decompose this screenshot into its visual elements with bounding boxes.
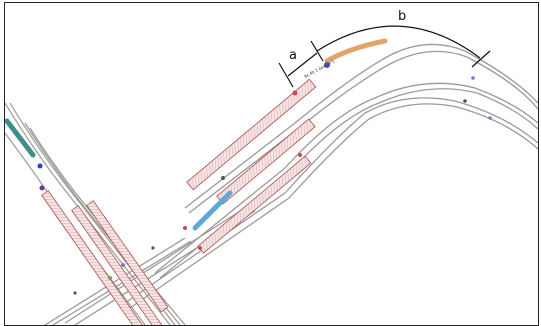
node-marker-icon: [73, 291, 77, 295]
node-marker-icon: [488, 116, 492, 120]
platform-left-3: [86, 200, 169, 313]
signal-marker-icon: [37, 163, 43, 169]
signal-marker-icon: [292, 90, 298, 96]
node-marker-icon: [221, 176, 225, 180]
signal-marker-icon: [39, 185, 45, 191]
track-diagram-canvas: Ac.4b 1 Gew.m 1 a b: [4, 2, 539, 326]
main-track-group: [44, 43, 538, 325]
node-marker-icon: [183, 226, 187, 230]
track-6: [129, 103, 538, 309]
dimension-b-label: b: [398, 9, 406, 24]
cross-track-4: [29, 127, 186, 325]
track-10: [52, 240, 192, 325]
track-7: [64, 207, 246, 324]
dimension-group: [278, 25, 491, 88]
track-1: [184, 43, 538, 209]
track-3: [154, 82, 538, 274]
dimension-b-tick-right: [471, 50, 491, 68]
marker-group: [37, 62, 492, 295]
platform-upper: [186, 78, 317, 191]
track-2: [188, 50, 538, 214]
dimension-b-arc: [316, 25, 481, 59]
cross-track-2: [9, 102, 176, 325]
teal-highlight-segment: [5, 118, 36, 158]
platform-left-1: [41, 190, 147, 325]
highlight-group: [5, 38, 388, 231]
node-marker-icon: [298, 153, 302, 157]
node-marker-icon: [151, 246, 155, 250]
node-marker-icon: [121, 263, 125, 267]
platform-group: [41, 78, 317, 325]
node-marker-icon: [463, 99, 467, 103]
node-marker-icon: [471, 76, 475, 80]
track-4: [159, 88, 538, 279]
cross-track-3: [24, 122, 181, 325]
node-marker-icon: [198, 246, 202, 250]
blue-highlight-segment: [192, 190, 233, 231]
platform-left-2: [71, 205, 165, 325]
cross-track-1: [5, 102, 171, 325]
track-annotation-label: Ac.4b 1 Gew.m 1: [303, 58, 336, 78]
dimension-a-label: a: [289, 48, 297, 63]
track-diagram-svg: Ac.4b 1 Gew.m 1 a b: [5, 9, 538, 325]
node-marker-icon: [108, 276, 112, 280]
dimension-a-line: [287, 52, 318, 77]
track-9: [44, 237, 186, 325]
signal-marker-icon: [324, 62, 330, 68]
track-5: [124, 97, 538, 304]
orange-highlight-segment: [324, 38, 388, 64]
dimension-a-tick-left: [278, 62, 294, 88]
